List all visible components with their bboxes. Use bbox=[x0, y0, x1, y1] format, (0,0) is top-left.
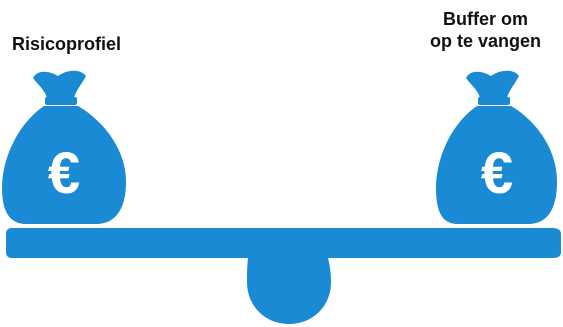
balance-fulcrum bbox=[247, 258, 331, 324]
right-label: Buffer om op te vangen bbox=[418, 8, 553, 52]
left-euro-symbol: € bbox=[48, 141, 80, 206]
balance-scale-icon bbox=[6, 228, 561, 324]
left-label: Risicoprofiel bbox=[12, 34, 122, 54]
left-money-bag-icon: € bbox=[2, 70, 126, 224]
right-euro-symbol: € bbox=[481, 141, 513, 206]
right-label-line-2: op te vangen bbox=[429, 31, 541, 51]
right-money-bag-icon: € bbox=[436, 70, 557, 224]
balance-beam bbox=[6, 228, 561, 258]
right-label-line-1: Buffer om bbox=[443, 9, 528, 29]
